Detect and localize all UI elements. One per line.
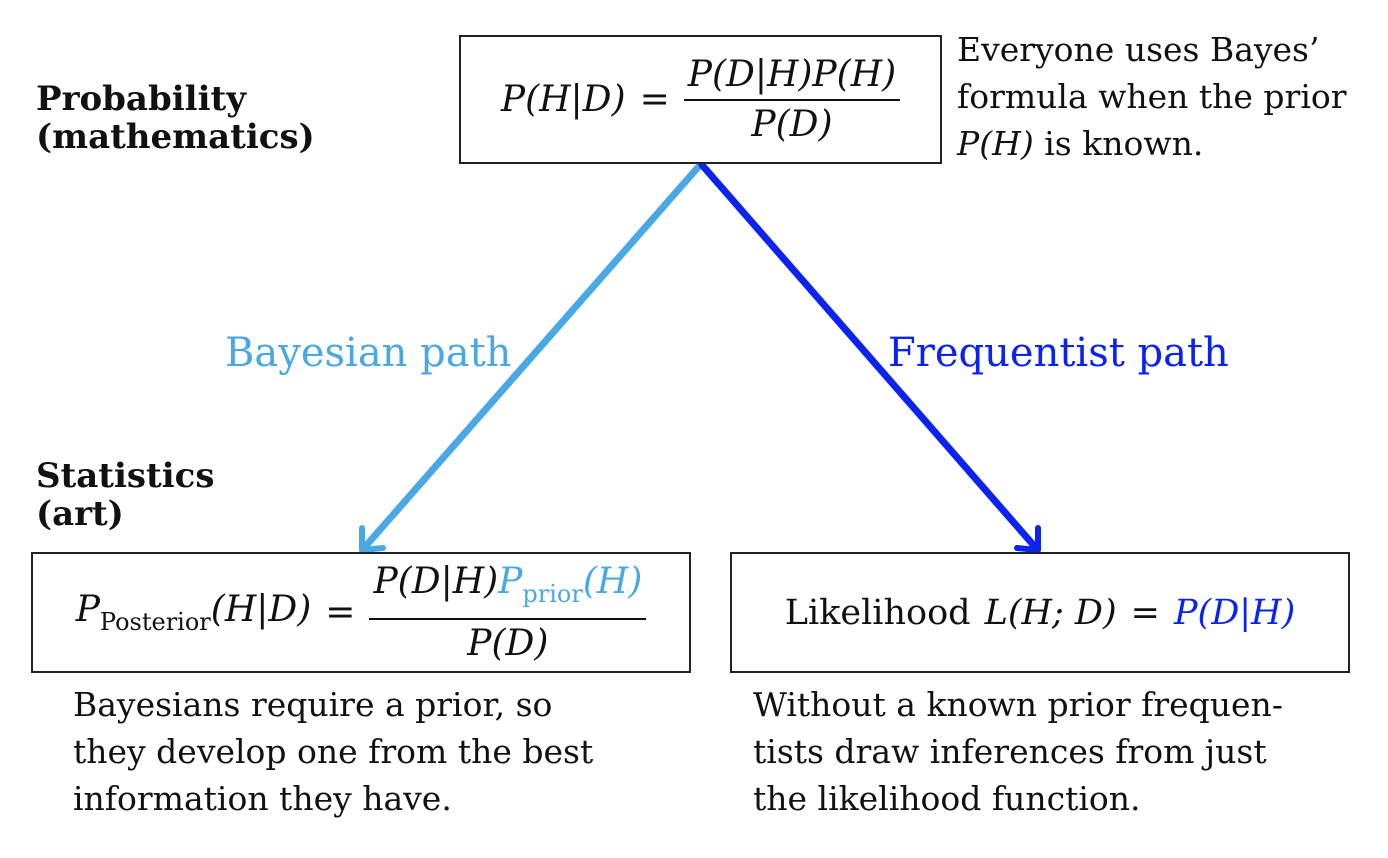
- frequentist-path-label: Frequentist path: [888, 330, 1229, 376]
- top-note-line3-text: is known.: [1044, 124, 1204, 163]
- frequentist-note-line2: tists draw inferences from just: [753, 732, 1267, 771]
- frequentist-arrow-head: [1014, 525, 1041, 553]
- likelihood-lhs: L(H; D): [984, 592, 1117, 633]
- posterior-lhs: PPosterior(H|D): [76, 589, 312, 636]
- probability-level-label: Probability (mathematics): [36, 80, 315, 156]
- likelihood-formula: Likelihood L(H; D) = P(D|H): [785, 593, 1295, 633]
- bayes-formula-box: P(H|D) = P(D|H)P(H) P(D): [459, 35, 942, 164]
- formula-numerator: P(D|H)P(H): [687, 53, 897, 95]
- formula-denominator: P(D): [751, 103, 833, 145]
- bayesian-note-line3: information they have.: [73, 779, 452, 818]
- bayesian-arrow-line: [360, 161, 704, 552]
- frequentist-arrow-line: [698, 161, 1040, 552]
- likelihood-formula-box: Likelihood L(H; D) = P(D|H): [730, 552, 1350, 673]
- frequentist-note-line3: the likelihood function.: [753, 779, 1141, 818]
- prior-term: Pprior(H): [498, 560, 643, 608]
- statistics-label-line1: Statistics: [36, 456, 215, 496]
- fraction-bar: [683, 98, 901, 101]
- likelihood-equals: =: [1130, 592, 1160, 633]
- prior-args: (H): [582, 560, 643, 602]
- bayesian-note: Bayesians require a prior, so they devel…: [73, 681, 673, 822]
- posterior-numerator: P(D|H)Pprior(H): [369, 560, 646, 618]
- bayesian-note-line2: they develop one from the best: [73, 732, 594, 771]
- top-note-line2: formula when the prior: [957, 77, 1347, 116]
- posterior-likelihood-term: P(D|H): [373, 560, 499, 602]
- posterior-formula: PPosterior(H|D) = P(D|H)Pprior(H) P(D): [76, 560, 647, 666]
- likelihood-rhs: P(D|H): [1173, 592, 1296, 633]
- fraction-bar: [369, 617, 647, 620]
- prior-P: P: [498, 560, 523, 602]
- posterior-formula-box: PPosterior(H|D) = P(D|H)Pprior(H) P(D): [31, 552, 691, 673]
- posterior-args: (H|D): [210, 589, 312, 630]
- bayesian-arrow-head: [359, 525, 386, 553]
- formula-equals: =: [639, 79, 670, 120]
- posterior-fraction: P(D|H)Pprior(H) P(D): [369, 560, 647, 666]
- bayesian-note-line1: Bayesians require a prior, so: [73, 685, 553, 724]
- frequentist-note-line1: Without a known prior frequen-: [753, 685, 1283, 724]
- top-note-prior-math: P(H): [957, 124, 1034, 163]
- bayes-formula: P(H|D) = P(D|H)P(H) P(D): [500, 53, 901, 147]
- prior-subscript: prior: [522, 579, 583, 608]
- bayesian-path-label: Bayesian path: [225, 330, 512, 376]
- top-note-line1: Everyone uses Bayes’: [957, 30, 1320, 69]
- top-note: Everyone uses Bayes’ formula when the pr…: [957, 26, 1382, 167]
- statistics-label-line2: (art): [36, 494, 124, 534]
- posterior-P: P: [75, 589, 100, 630]
- formula-fraction: P(D|H)P(H) P(D): [683, 53, 901, 147]
- posterior-denominator: P(D): [467, 622, 549, 664]
- probability-label-line2: (mathematics): [36, 117, 315, 157]
- likelihood-word: Likelihood: [784, 592, 971, 633]
- frequentist-note: Without a known prior frequen- tists dra…: [753, 681, 1373, 822]
- statistics-level-label: Statistics (art): [36, 457, 215, 533]
- posterior-subscript: Posterior: [99, 608, 211, 636]
- formula-lhs: P(H|D): [500, 79, 626, 120]
- top-note-line3: P(H) is known.: [957, 120, 1382, 167]
- posterior-equals: =: [325, 592, 356, 633]
- probability-label-line1: Probability: [36, 79, 246, 119]
